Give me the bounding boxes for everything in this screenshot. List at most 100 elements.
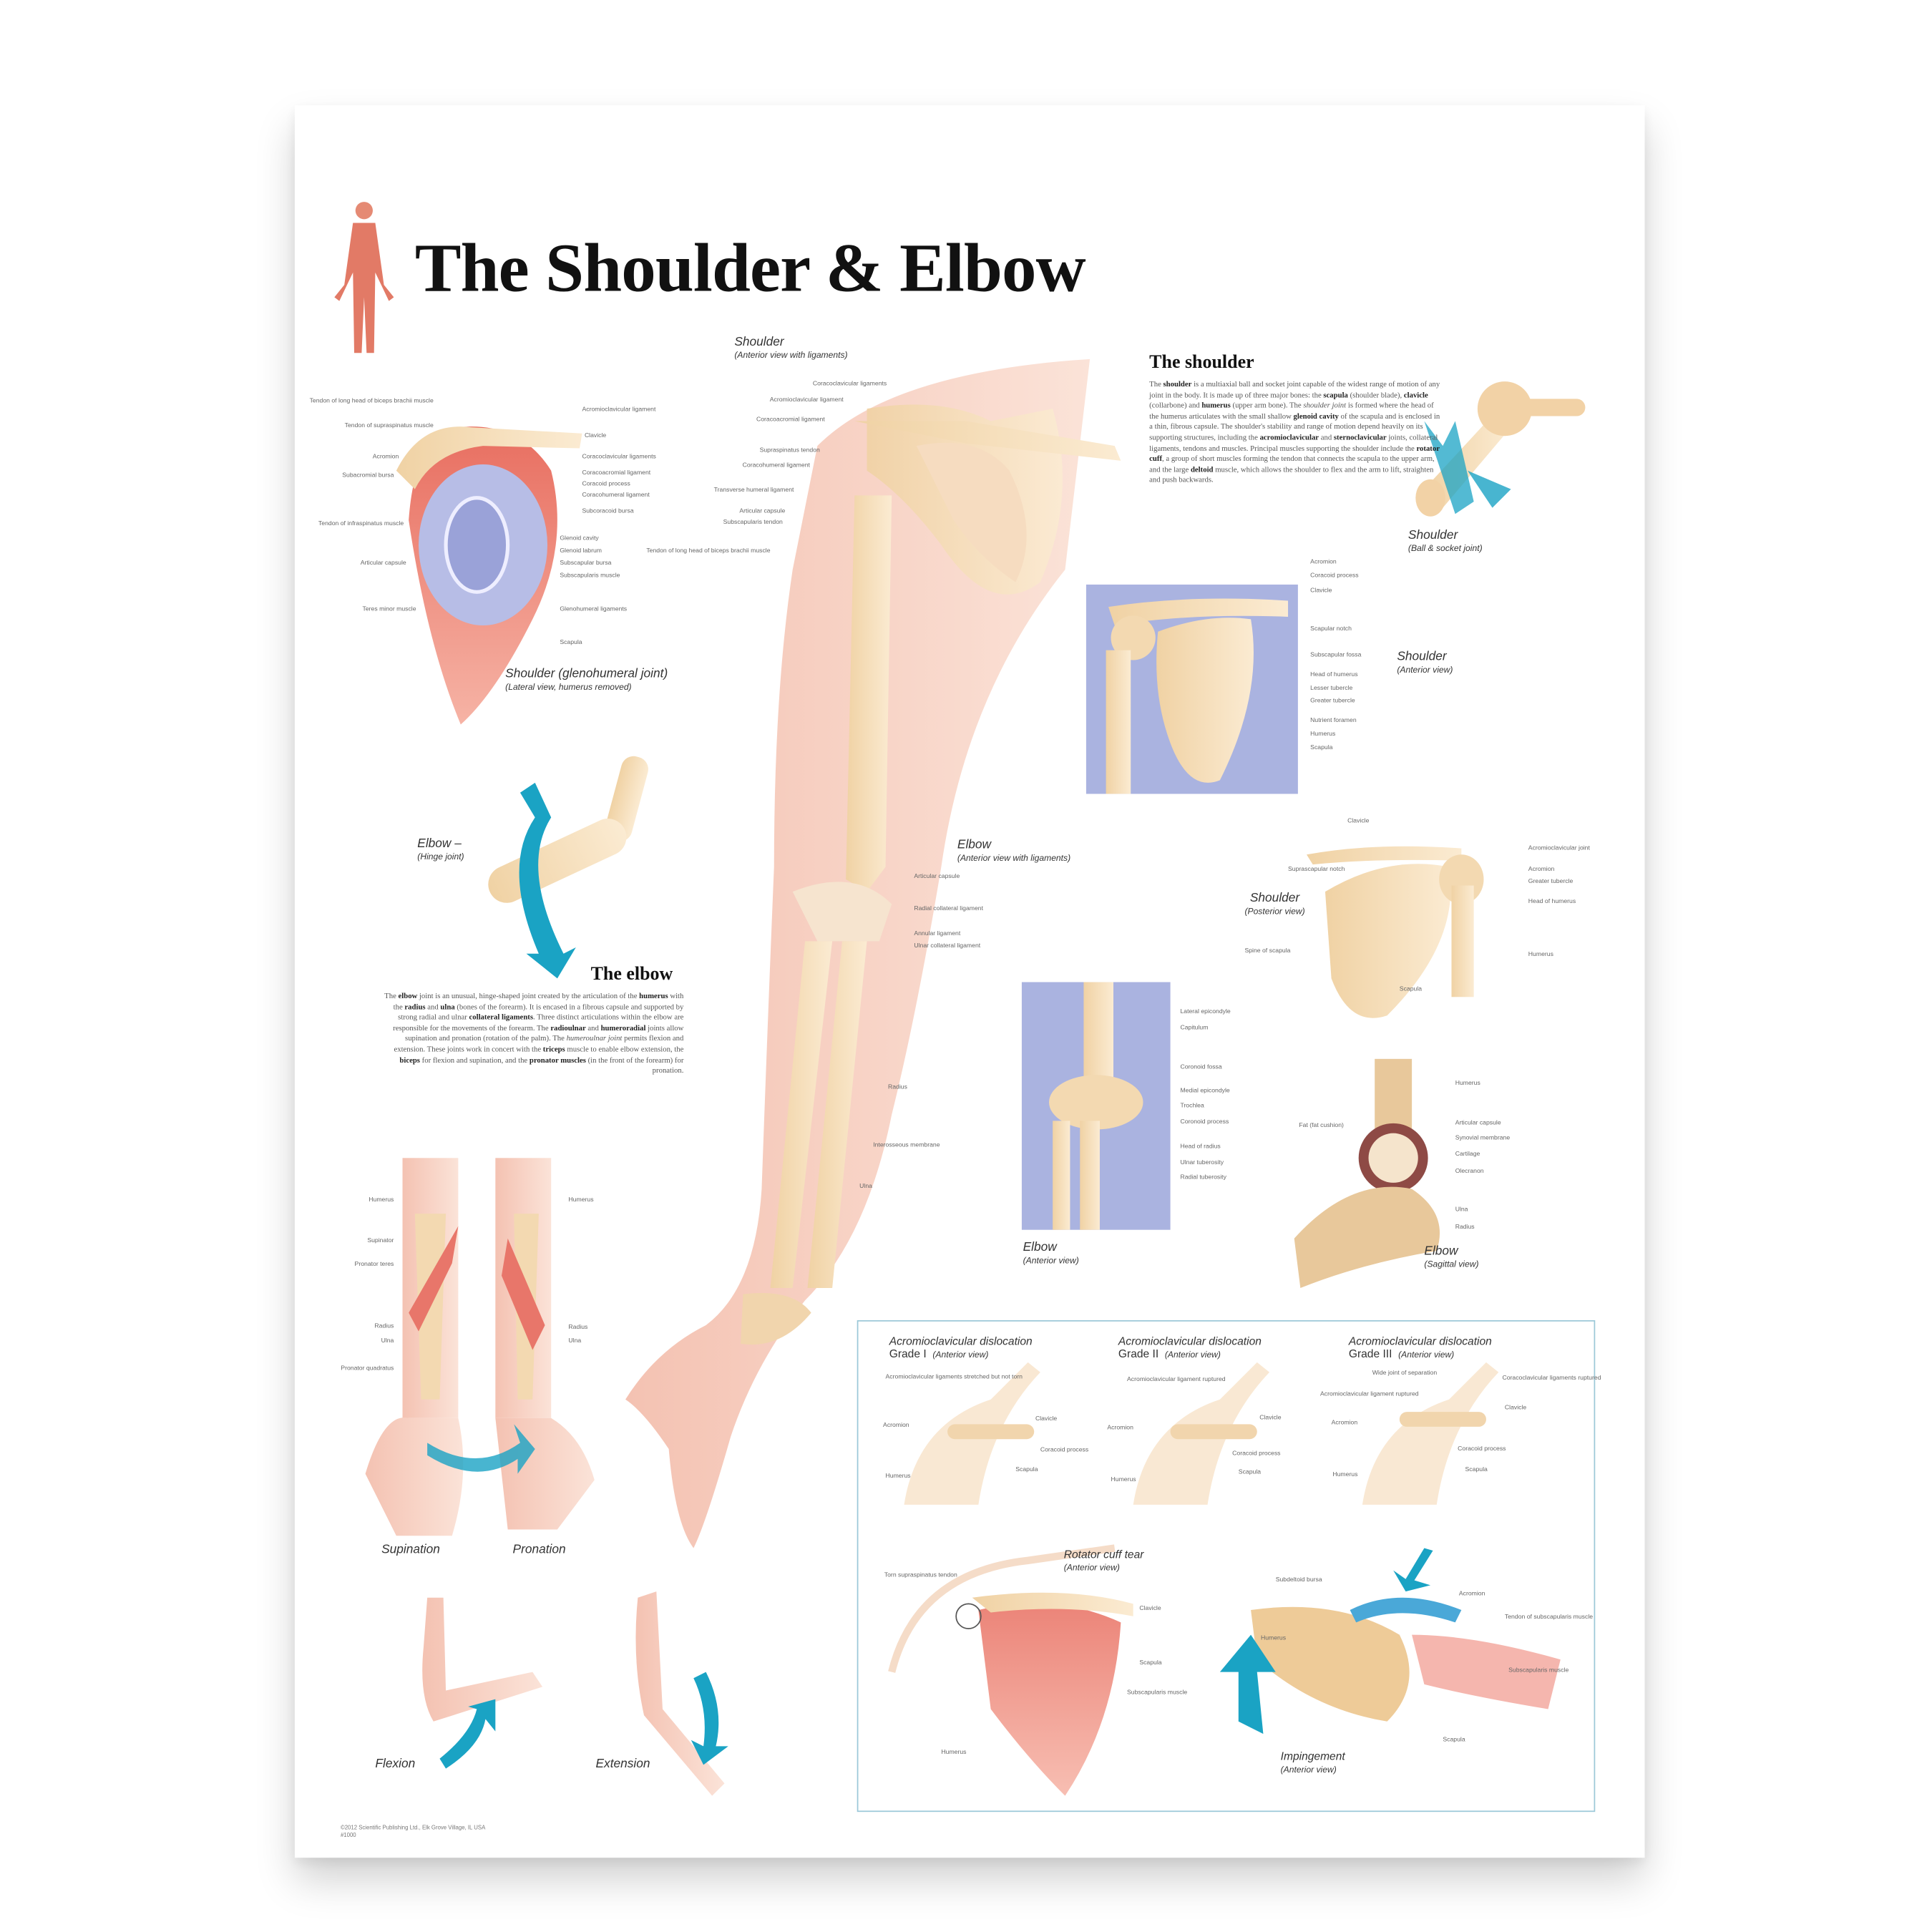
supination-pronation-illustration (365, 1158, 595, 1536)
flexion-extension-illustration (422, 1591, 728, 1796)
label-elbow-sagittal: Humerus (1455, 1080, 1480, 1088)
arm-anterior-illustration (625, 358, 1121, 1548)
label-glenohumeral: Glenohumeral ligaments (560, 605, 628, 613)
label-elbow-ligaments: Annular ligament (914, 930, 961, 938)
body-figure-icon (334, 202, 394, 353)
label-shoulder-ligaments: Articular capsule (739, 507, 786, 516)
caption-shoulder-ligaments: Shoulder(Anterior view with ligaments) (734, 336, 848, 361)
label-shoulder-anterior: Scapular notch (1310, 625, 1352, 633)
label-shoulder-ligaments: Subscapularis tendon (723, 519, 783, 527)
ac-dislocation-illustrations (904, 1362, 1499, 1505)
caption-ball-socket: Shoulder(Ball & socket joint) (1407, 529, 1483, 554)
label-shoulder-anterior: Scapula (1310, 744, 1333, 752)
label-impingement: Scapula (1443, 1736, 1465, 1744)
caption-extension: Extension (595, 1757, 650, 1772)
label-shoulder-anterior: Subscapular fossa (1310, 651, 1362, 659)
label-ac-grade1: Acromion (883, 1421, 909, 1430)
label-shoulder-ligaments: Supraspinatus tendon (759, 447, 820, 455)
label-shoulder-anterior: Clavicle (1310, 587, 1332, 595)
label-shoulder-anterior: Head of humerus (1310, 671, 1358, 679)
caption-rotator-cuff: Rotator cuff tear(Anterior view) (1063, 1548, 1144, 1574)
caption-pronation: Pronation (512, 1543, 566, 1557)
label-elbow-ligaments: Interosseous membrane (873, 1141, 940, 1150)
label-glenohumeral: Acromioclavicular ligament (582, 406, 656, 414)
label-ac-grade2: Humerus (1111, 1476, 1136, 1484)
label-rotator-cuff: Humerus (941, 1748, 967, 1757)
label-shoulder-ligaments: Transverse humeral ligament (713, 487, 794, 494)
label-glenohumeral: Tendon of infraspinatus muscle (318, 519, 404, 528)
caption-impingement: Impingement(Anterior view) (1280, 1750, 1345, 1775)
label-ac-grade2: Clavicle (1259, 1414, 1282, 1422)
label-elbow-anterior: Head of radius (1180, 1143, 1221, 1151)
label-ac-grade3: Wide joint of separation (1372, 1370, 1438, 1377)
label-elbow-ligaments: Ulna (859, 1182, 872, 1191)
caption-shoulder-anterior: Shoulder(Anterior view) (1397, 650, 1453, 675)
elbow-anterior-illustration (1021, 982, 1171, 1230)
elbow-hinge-joint-illustration (488, 756, 648, 979)
label-supination-pronation: Ulna (568, 1337, 582, 1345)
label-shoulder-posterior: Spine of scapula (1244, 947, 1291, 955)
label-shoulder-posterior: Greater tubercle (1528, 878, 1574, 886)
label-shoulder-posterior: Acromioclavicular joint (1528, 844, 1590, 852)
label-shoulder-posterior: Head of humerus (1528, 897, 1576, 906)
label-elbow-sagittal: Cartilage (1455, 1150, 1480, 1158)
label-supination-pronation: Radius (568, 1324, 588, 1332)
elbow-heading: The elbow (590, 965, 673, 985)
label-glenohumeral: Glenoid labrum (560, 547, 602, 555)
label-ac-grade1: Humerus (885, 1472, 911, 1480)
label-shoulder-anterior: Greater tubercle (1310, 697, 1355, 705)
label-elbow-sagittal: Fat (fat cushion) (1299, 1122, 1344, 1130)
label-elbow-sagittal: Ulna (1455, 1206, 1468, 1214)
label-supination-pronation: Pronator teres (354, 1260, 394, 1269)
elbow-paragraph: The elbow joint is an unusual, hinge-sha… (384, 992, 684, 1075)
ball-socket-joint-illustration (1415, 381, 1586, 517)
label-elbow-sagittal: Radius (1455, 1224, 1475, 1231)
label-glenohumeral: Glenoid cavity (560, 535, 599, 543)
impingement-illustration (1219, 1548, 1561, 1735)
label-ac-grade2: Scapula (1238, 1468, 1262, 1477)
label-ac-grade3: Scapula (1465, 1466, 1488, 1474)
label-shoulder-posterior: Scapula (1399, 985, 1423, 994)
label-elbow-anterior: Trochlea (1180, 1102, 1204, 1110)
label-ac-grade1: Coracoid process (1040, 1446, 1089, 1454)
rotator-cuff-tear-illustration (888, 1544, 1133, 1796)
label-elbow-anterior: Coronoid fossa (1180, 1063, 1222, 1072)
label-elbow-sagittal: Articular capsule (1455, 1119, 1501, 1128)
label-glenohumeral: Tendon of supraspinatus muscle (344, 422, 434, 430)
label-glenohumeral: Subscapularis muscle (560, 572, 620, 580)
shoulder-paragraph: The shoulder is a multiaxial ball and so… (1149, 380, 1440, 485)
label-shoulder-anterior: Humerus (1310, 731, 1336, 738)
caption-elbow-ligaments: Elbow(Anterior view with ligaments) (957, 838, 1071, 864)
caption-glenohumeral: Shoulder (glenohumeral joint)(Lateral vi… (505, 667, 668, 693)
label-supination-pronation: Supinator (367, 1237, 394, 1245)
copyright: ©2012 Scientific Publishing Ltd., Elk Gr… (340, 1824, 486, 1838)
label-shoulder-posterior: Suprascapular notch (1288, 865, 1345, 874)
caption-elbow-hinge: Elbow –(Hinge joint) (417, 837, 464, 862)
label-impingement: Subdeltoid bursa (1275, 1576, 1322, 1584)
label-shoulder-anterior: Acromion (1310, 558, 1337, 566)
label-ac-grade2: Acromion (1107, 1424, 1133, 1432)
poster-title: The Shoulder & Elbow (414, 230, 1086, 308)
label-shoulder-ligaments: Acromioclavicular ligament (769, 396, 844, 404)
label-rotator-cuff: Torn supraspinatus tendon (884, 1571, 957, 1579)
label-elbow-anterior: Capitulum (1180, 1024, 1209, 1032)
label-impingement: Humerus (1260, 1634, 1287, 1643)
label-shoulder-anterior: Coracoid process (1310, 572, 1359, 580)
label-elbow-anterior: Lateral epicondyle (1180, 1008, 1231, 1016)
label-glenohumeral: Subacromial bursa (342, 472, 394, 479)
label-ac-grade1: Acromioclavicular ligaments stretched bu… (885, 1373, 1023, 1381)
label-shoulder-posterior: Clavicle (1347, 817, 1370, 825)
label-supination-pronation: Pronator quadratus (341, 1365, 394, 1372)
label-glenohumeral: Clavicle (584, 432, 607, 440)
label-shoulder-anterior: Lesser tubercle (1310, 685, 1353, 693)
label-ac-grade3: Clavicle (1504, 1404, 1527, 1413)
label-glenohumeral: Acromion (372, 453, 399, 461)
glenohumeral-joint-illustration (396, 426, 582, 725)
elbow-sagittal-illustration (1294, 1058, 1440, 1289)
label-supination-pronation: Humerus (369, 1196, 394, 1204)
caption-elbow-sagittal: Elbow(Sagittal view) (1424, 1244, 1479, 1270)
label-rotator-cuff: Scapula (1139, 1659, 1162, 1667)
